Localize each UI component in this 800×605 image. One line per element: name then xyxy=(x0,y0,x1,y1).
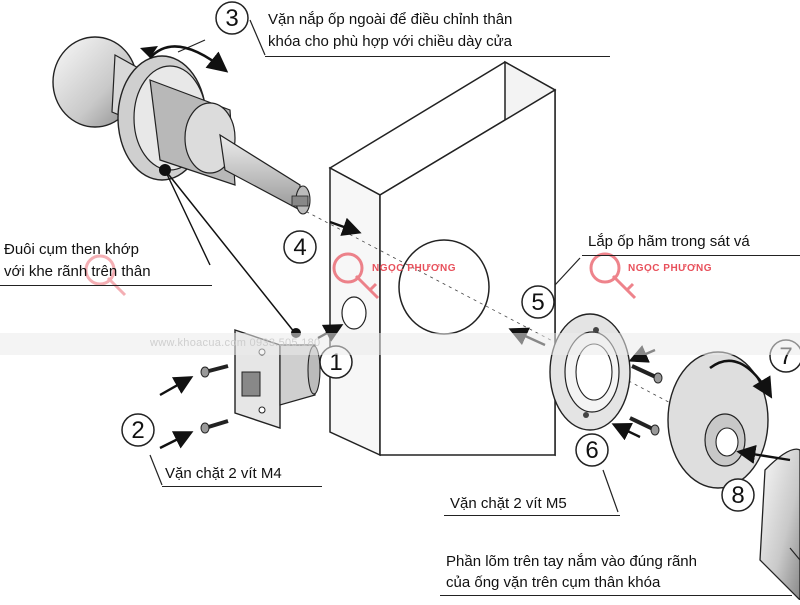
note-step8-underline xyxy=(440,595,792,596)
note-step8-line2: của ống vặn trên cụm thân khóa xyxy=(446,574,661,591)
inner-rose-plate xyxy=(549,313,631,431)
watermark-logo-tail xyxy=(84,254,127,297)
inner-knob xyxy=(759,448,800,601)
watermark-brand-right: NGỌC PHƯƠNG xyxy=(628,263,712,274)
step-circle-6 xyxy=(575,433,609,467)
note-step5: Lắp ốp hãm trong sát vá xyxy=(588,233,750,250)
note-tail-underline xyxy=(0,285,212,286)
step-number-6: 6 xyxy=(575,433,609,467)
step-label-4: 4 xyxy=(293,234,306,261)
outer-knob-assembly xyxy=(52,36,311,215)
watermark-logo-right xyxy=(589,252,637,300)
screws-m5 xyxy=(629,364,663,436)
step-number-2: 2 xyxy=(121,413,155,447)
note-step6-underline xyxy=(444,515,620,516)
latch-hole xyxy=(341,296,367,330)
watermark-brand-left: NGỌC PHƯƠNG xyxy=(372,263,456,274)
step-label-8: 8 xyxy=(731,482,744,509)
arrow-step-4 xyxy=(329,217,362,236)
arrow-screw-m4-bottom xyxy=(159,431,194,450)
step-number-4: 4 xyxy=(283,230,317,264)
arrow-screw-m5-bottom xyxy=(611,422,641,441)
step-number-5: 5 xyxy=(521,285,555,319)
note-step3-underline xyxy=(265,56,610,57)
arrow-screw-m4-top xyxy=(159,376,194,397)
door-block xyxy=(328,60,557,457)
note-step2: Vặn chặt 2 vít M4 xyxy=(165,465,282,482)
watermark-contact: www.khoacua.com 0933.505.180 xyxy=(150,337,321,349)
step-number-8: 8 xyxy=(721,478,755,512)
note-step3-line1: Vặn nắp ốp ngoài để điều chỉnh thân xyxy=(268,11,513,28)
note-tail-line1: Đuôi cụm then khớp xyxy=(4,241,139,258)
door-knob-hole xyxy=(398,239,490,335)
rotate-arrow-3 xyxy=(149,45,229,73)
step-number-3: 3 xyxy=(215,1,249,35)
step-label-5: 5 xyxy=(531,289,544,316)
note-step5-underline xyxy=(582,255,800,256)
note-step3-line2: khóa cho phù hợp với chiều dày cửa xyxy=(268,33,513,50)
step-label-1: 1 xyxy=(329,349,342,376)
step-circle-4 xyxy=(283,230,317,264)
rotate-arrow-7 xyxy=(709,359,773,399)
note-step2-underline xyxy=(162,486,322,487)
step-circle-8 xyxy=(721,478,755,512)
note-step8-line1: Phần lõm trên tay nắm vào đúng rãnh xyxy=(446,553,697,570)
step-label-2: 2 xyxy=(131,417,144,444)
arrow-step-8 xyxy=(736,444,791,464)
watermark-band xyxy=(0,333,800,355)
step-label-6: 6 xyxy=(585,437,598,464)
watermark-logo-left xyxy=(332,252,380,300)
step-circle-5 xyxy=(521,285,555,319)
screws-m4 xyxy=(200,364,229,434)
note-tail-line2: với khe rãnh trên thân xyxy=(4,263,151,280)
step-circle-3 xyxy=(215,1,249,35)
step-label-3: 3 xyxy=(225,5,238,32)
step-circle-2 xyxy=(121,413,155,447)
note-step6: Vặn chặt 2 vít M5 xyxy=(450,495,567,512)
